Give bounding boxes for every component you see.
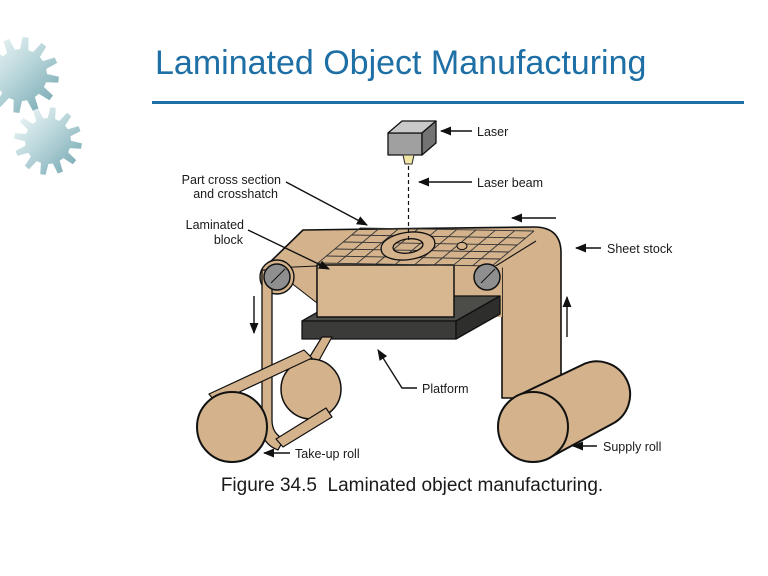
hatch-line	[317, 227, 361, 264]
take-up-roll-face	[196, 391, 268, 463]
supply-roll-face	[497, 391, 569, 463]
supply-roll	[497, 360, 632, 463]
part-cross-section-ring	[380, 231, 468, 261]
label-laser-beam: Laser beam	[477, 176, 543, 190]
label-laser: Laser	[477, 125, 508, 139]
hatch-line	[359, 227, 535, 232]
hatch-line	[453, 229, 496, 266]
hatch-line	[356, 228, 399, 265]
label-laminated-block-2: block	[214, 233, 244, 247]
hatch-line	[317, 262, 493, 267]
arrows	[247, 126, 601, 458]
gear-icon	[0, 37, 59, 113]
hatch-line	[472, 230, 515, 267]
crosshatch-dot	[456, 241, 468, 251]
laminated-block-face	[316, 264, 455, 318]
label-laminated-block-1: Laminated	[186, 218, 244, 232]
slide-title: Laminated Object Manufacturing	[155, 44, 647, 82]
gear-icon	[14, 107, 82, 175]
label-part-cross-section-2: and crosshatch	[193, 187, 278, 201]
label-sheet-stock: Sheet stock	[607, 242, 673, 256]
hatch-line	[433, 229, 477, 266]
hatch-line	[491, 230, 535, 267]
laser-head	[387, 120, 437, 243]
take-up-assembly	[196, 269, 342, 463]
laser-nozzle	[402, 154, 415, 165]
web-lower-run	[275, 407, 333, 448]
label-take-up-roll: Take-up roll	[295, 447, 360, 461]
hatch-line	[337, 227, 380, 264]
label-supply-roll: Supply roll	[603, 440, 661, 454]
hatch-line	[414, 229, 457, 266]
figure-caption: Figure 34.5 Laminated object manufacturi…	[220, 475, 604, 496]
label-part-cross-section-1: Part cross section	[182, 173, 281, 187]
hatch-line	[351, 234, 526, 239]
title-rule	[152, 101, 744, 104]
diagram-labels: Laser Laser beam Part cross section and …	[182, 125, 673, 461]
leader-part-cross-section	[285, 181, 368, 226]
leader-laminated-block	[247, 229, 331, 270]
guide-rollers	[263, 263, 501, 291]
label-platform: Platform	[422, 382, 469, 396]
leader-platform	[377, 349, 417, 389]
